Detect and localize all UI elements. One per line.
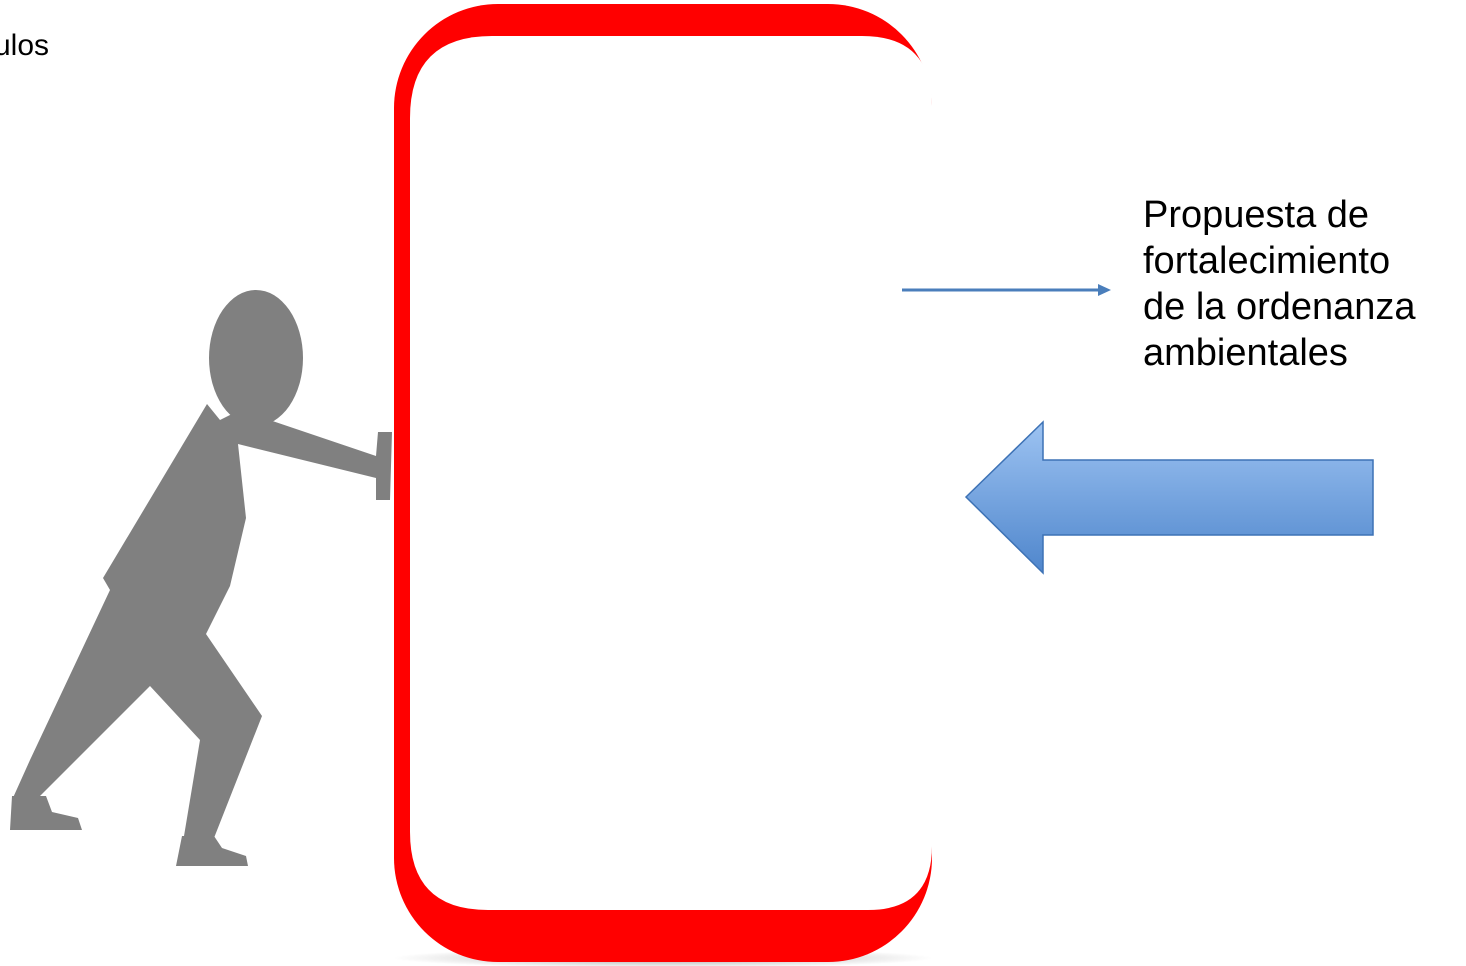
person-pushing-icon: [10, 290, 392, 866]
callout-text: Propuesta de fortalecimiento de la orden…: [1143, 192, 1463, 376]
callout-line-2: fortalecimiento: [1143, 240, 1391, 282]
left-block-arrow-icon: [964, 420, 1374, 575]
frame-inner-panel: [410, 36, 932, 910]
callout-line-4: ambientales: [1143, 332, 1348, 374]
callout-line-3: de la ordenanza: [1143, 286, 1416, 328]
partial-corner-text: ulos: [0, 29, 50, 62]
callout-line-1: Propuesta de: [1143, 194, 1370, 236]
right-connector-arrow-icon: [902, 284, 1111, 296]
